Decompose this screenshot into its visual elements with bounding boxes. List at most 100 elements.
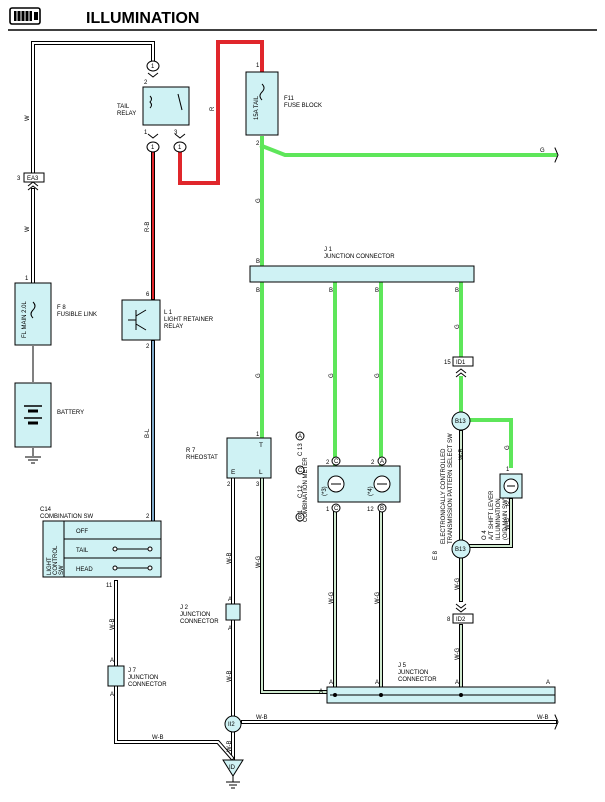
meter-circle-a-label: A [298, 434, 302, 440]
ground-icon [25, 456, 41, 464]
meter-pin-top-a [377, 456, 387, 466]
label-wg-1: W-G [256, 555, 262, 568]
wire-wg-rheo-outer [260, 476, 332, 694]
wire-wg-od-inner [469, 499, 512, 547]
wire-w-inner [32, 42, 154, 173]
ground-ii2 [224, 715, 242, 733]
tail-relay-connector-1-label: 1 [151, 145, 155, 151]
c14-group-label: LIGHTCONTROLSW [47, 545, 65, 575]
combination-meter: COMBINATION METER C 11 C 12 C 13 A C B 2… [295, 431, 401, 522]
rheostat-box [226, 437, 272, 479]
c14-position-tail: TAIL [76, 548, 89, 554]
e8-ref: E 8 [433, 550, 439, 560]
tail-relay-chevron-icon [147, 72, 159, 78]
e8-name: ELECTRONICALLY CONTROLLEDTRANSMISSION PA… [441, 433, 454, 544]
wire-r [178, 40, 264, 185]
rheostat-pin-2: 2 [227, 482, 231, 488]
fusible-link-ref: F 8 [57, 305, 66, 311]
ea3-pin: 3 [17, 176, 21, 182]
meter-ref-c13: C 13 [298, 443, 304, 456]
e8-connector-top [451, 411, 471, 431]
j1-pin-b4: B [455, 288, 459, 294]
o4-ref: O 4 [482, 530, 488, 540]
id1-chevron-icon-2 [455, 372, 467, 378]
j2-ref: J 2 [180, 605, 189, 611]
wire-wb-j7-outer [114, 684, 235, 761]
j7-box [107, 665, 125, 687]
tail-relay-pin-2: 2 [144, 80, 148, 86]
wire-g-right [259, 143, 557, 157]
j5-pin-1: A [319, 689, 323, 695]
meter-pin-bottom-c [331, 503, 341, 513]
fusible-link: 1 FL MAIN 2.0L F 8 FUSIBLE LINK [14, 276, 97, 346]
j2-box [225, 603, 241, 621]
c14-name: COMBINATION SW [40, 514, 94, 520]
wires [31, 40, 559, 762]
id2-pin: 8 [447, 617, 451, 623]
id1-chevron-icon [455, 368, 467, 374]
ea3-box [23, 172, 45, 183]
rheostat-pin-t: T [259, 442, 263, 449]
tail-relay-pin-3: 3 [174, 130, 178, 136]
j5-ref: J 5 [398, 663, 407, 669]
label-wb-1: W-B [227, 552, 233, 564]
meter-circle-a [295, 431, 305, 441]
j5-pin-2: A [329, 680, 333, 686]
connector-id1: 15 ID1 [444, 356, 474, 378]
rheostat-pin-3: 3 [256, 482, 260, 488]
rheostat-pin-l: L [259, 469, 263, 476]
fuse-rating: 15A TAIL [254, 95, 260, 120]
fuse-pin-2: 2 [256, 141, 260, 147]
j1-pin-b1: B [256, 288, 260, 294]
o4-pin-1: 1 [506, 467, 510, 473]
ground-id-triangle [222, 759, 244, 777]
battery-box [14, 382, 52, 448]
label-g-4: G [329, 373, 335, 378]
label-g-7: G [505, 445, 511, 450]
tail-relay-connector-1 [146, 141, 160, 153]
e8-connector-bottom-label: B13 [455, 547, 466, 553]
label-wb-7: W-B [227, 740, 233, 752]
j1-ref: J 1 [324, 247, 333, 253]
wire-wb-right-end [554, 714, 559, 730]
c14-position-head: HEAD [76, 567, 93, 573]
fusible-link-box [14, 282, 52, 346]
c14-contact-icon-3 [112, 565, 118, 571]
c14-ref: C14 [40, 507, 52, 513]
meter-lamp-label-1: (*3) [322, 486, 328, 496]
label-wg-3: W-G [375, 591, 381, 604]
meter-pin-bottom-c-label: C [334, 506, 339, 512]
fuse-block-f11: 1 15A TAIL F11 FUSE BLOCK 2 [245, 63, 322, 147]
e8-connector-bottom [451, 539, 471, 559]
id1-pin: 15 [444, 360, 451, 366]
od-main-sw: 1 2 O 4 A/T SHIFT LEVERILLUMINATION(O/D … [482, 467, 523, 540]
ea3-chevron-icon [27, 181, 39, 187]
label-wg-2: W-G [329, 591, 335, 604]
c14-position-off: OFF [76, 529, 88, 535]
id1-ref: ID1 [456, 360, 466, 366]
header: ILLUMINATION [8, 7, 597, 31]
battery-name: BATTERY [57, 410, 84, 416]
wire-w-outer [31, 41, 155, 174]
fuse-name: FUSE BLOCK [284, 103, 322, 109]
id2-ref: ID2 [456, 617, 466, 623]
relay-switch-icon [177, 93, 183, 111]
j5-pin-5: A [546, 680, 550, 686]
j5-node-3 [459, 693, 463, 697]
rheostat-pin-1: 1 [256, 432, 260, 438]
tail-relay-pin-top [146, 60, 160, 72]
c14-pin-bottom: 11 [106, 583, 113, 589]
rheostat: R 7 RHEOSTAT 1 T E L 2 3 [186, 432, 272, 488]
fuse-pin-1: 1 [256, 63, 260, 69]
meter-pin-bottom-1: 1 [326, 507, 330, 513]
rheostat-name: RHEOSTAT [186, 455, 218, 461]
fuse-box [245, 71, 279, 136]
c14-contact-icon-2 [147, 546, 153, 552]
meter-pin-bottom-b [377, 503, 387, 513]
l1-pin-top: 6 [146, 292, 150, 298]
label-wg-6: W-G [455, 647, 461, 660]
